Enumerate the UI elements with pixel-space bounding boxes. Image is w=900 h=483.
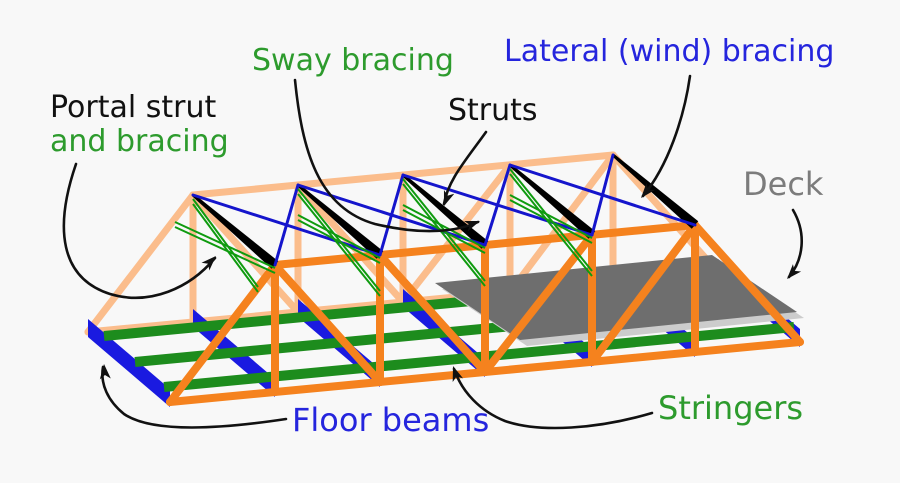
stringers-label: Stringers [658,389,804,427]
near-truss-member [588,221,699,366]
lateral-bracing-arrow [641,74,692,198]
floor-beam [88,319,170,407]
strut [192,193,279,269]
lateral-bracing-line [483,163,512,247]
lateral-bracing-arrow-head [641,182,655,198]
far-truss-member [609,151,722,276]
sway-bracing-line [402,183,486,287]
sway-bracing-line [174,221,276,269]
sway-bracing-line [509,168,593,272]
far-truss-member [84,191,197,336]
sway-bracing-arrow [293,78,480,233]
strut [297,183,384,259]
near-truss-member [481,231,596,376]
floor-beams-label: Floor beams [292,401,490,439]
floor-beams-arrow [101,365,288,429]
sway-bracing-arrow-head [464,220,480,232]
strut [509,163,596,239]
strut [402,173,489,249]
stringer [163,322,795,392]
lateral-bracing-line [590,153,615,237]
struts-arrow-head [443,190,455,206]
near-truss-member [271,261,384,386]
sway-bracing-line [509,199,593,244]
stringers-arrow-head [452,366,464,382]
lateral-bracing-line [378,173,405,257]
sway-bracing-line [297,219,381,264]
strut [612,153,699,229]
sway-bracing-line [297,188,381,292]
near-truss-member [166,261,279,406]
portal-bracing-label: and bracing [50,124,229,159]
near-truss-member [691,221,804,346]
near-truss-member [376,251,489,376]
portal-bracing-arrow-head [201,256,216,271]
sway-bracing-line [297,193,381,297]
portal-strut-label: Portal strut [50,90,217,125]
sway-bracing-line [509,194,593,239]
sway-bracing-line [509,173,593,277]
sway-bracing-line [192,203,259,293]
stringers-arrow [452,367,654,430]
deck-arrow [787,208,804,279]
struts-label: Struts [448,93,538,128]
portal-bracing-arrow [62,162,217,299]
lateral-bracing-line [273,183,300,267]
deck-arrow-head [787,264,802,279]
lateral-bracing-label: Lateral (wind) bracing [504,34,835,69]
sway-bracing-line [402,204,486,249]
sway-bracing-line [174,226,276,274]
far-truss-member [506,151,617,296]
sway-bracing-label: Sway bracing [252,43,454,78]
deck-label: Deck [743,165,824,203]
sway-bracing-line [192,198,259,288]
sway-bracing-line [297,214,381,259]
floor-beams-arrow-head [99,364,111,380]
